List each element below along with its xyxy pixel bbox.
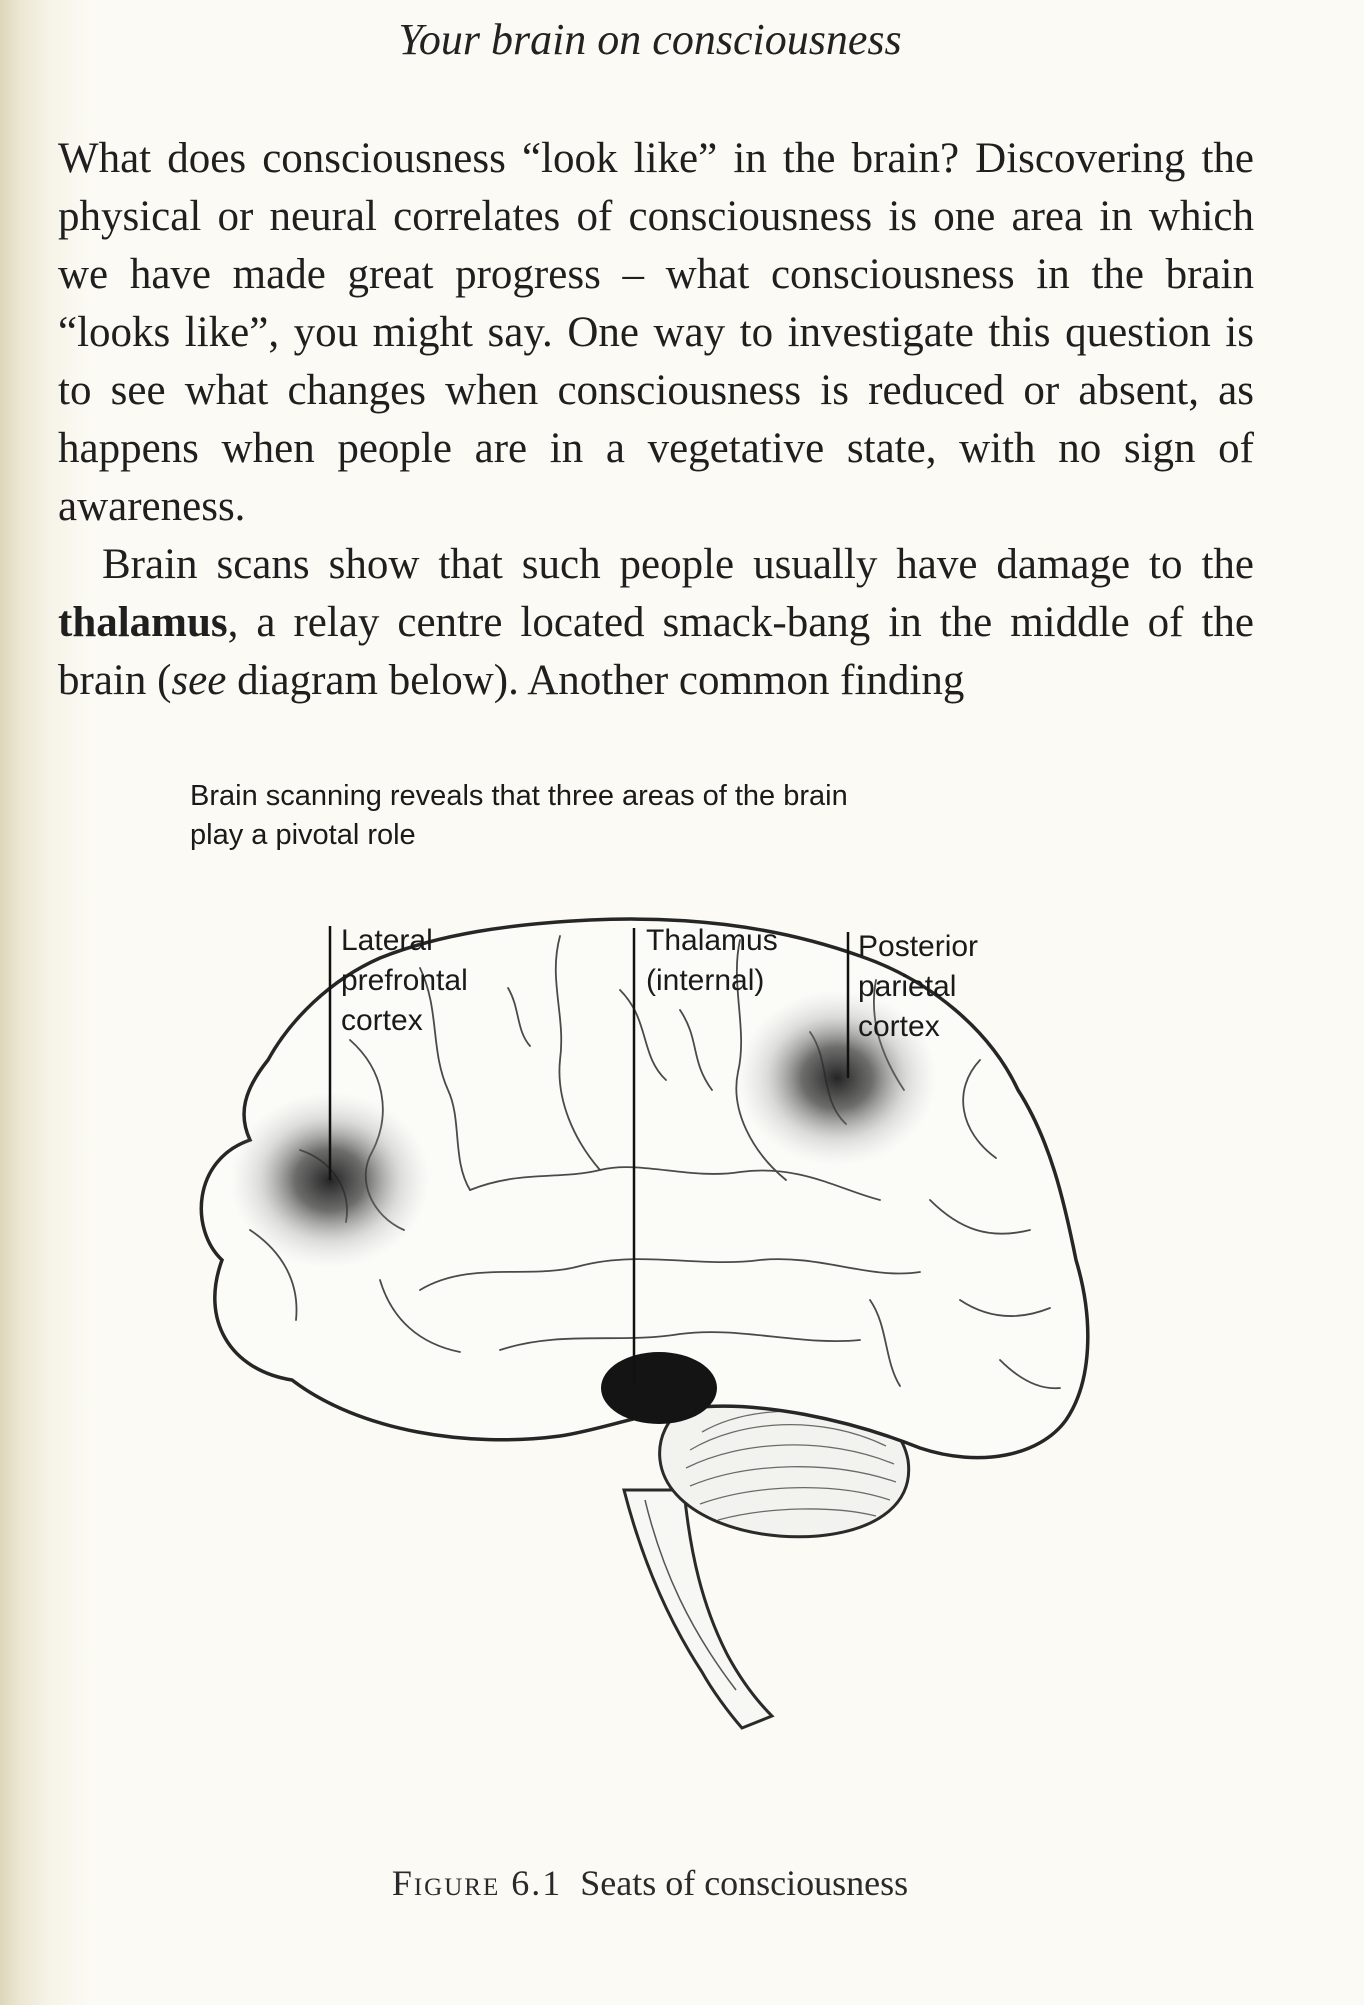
paragraph-2-middle: , a relay centre located smack-bang in t…: [58, 599, 1254, 704]
paragraph-2-end: diagram below). Another common finding: [226, 657, 965, 704]
lateral-prefrontal-label: Lateral prefrontal cortex: [341, 924, 468, 1037]
brain-figure: Brain scanning reveals that three areas …: [190, 780, 1090, 1730]
figure-heading-line-2: play a pivotal role: [190, 819, 416, 851]
label-line: parietal: [858, 970, 956, 1003]
figure-caption: Figure 6.1 Seats of consciousness: [0, 1862, 1300, 1904]
figure-heading-line-1: Brain scanning reveals that three areas …: [190, 780, 848, 812]
label-line: Posterior: [858, 930, 978, 963]
label-line: (internal): [646, 964, 764, 997]
posterior-parietal-label: Posterior parietal cortex: [858, 930, 978, 1043]
thalamus-label: Thalamus (internal): [646, 924, 778, 997]
thalamus-term: thalamus: [58, 599, 228, 646]
see-reference: see: [171, 657, 227, 704]
figure-caption-text: Seats of consciousness: [580, 1863, 909, 1903]
paragraph-1: What does consciousness “look like” in t…: [58, 135, 1254, 530]
thalamus-marker: [601, 1352, 717, 1424]
posterior-parietal-activation: [737, 990, 937, 1166]
running-head: Your brain on consciousness: [398, 15, 902, 64]
label-line: cortex: [858, 1010, 940, 1043]
brainstem-line: [644, 1499, 737, 1691]
label-line: Thalamus: [646, 924, 778, 957]
paragraph-2: Brain scans show that such people usuall…: [58, 536, 1254, 710]
figure-number: Figure 6.1: [391, 1863, 563, 1903]
brainstem: [622, 1488, 775, 1730]
paragraph-2-start: Brain scans show that such people usuall…: [102, 541, 1254, 588]
label-line: cortex: [341, 1004, 423, 1037]
label-line: prefrontal: [341, 964, 468, 997]
label-line: Lateral: [341, 924, 433, 957]
